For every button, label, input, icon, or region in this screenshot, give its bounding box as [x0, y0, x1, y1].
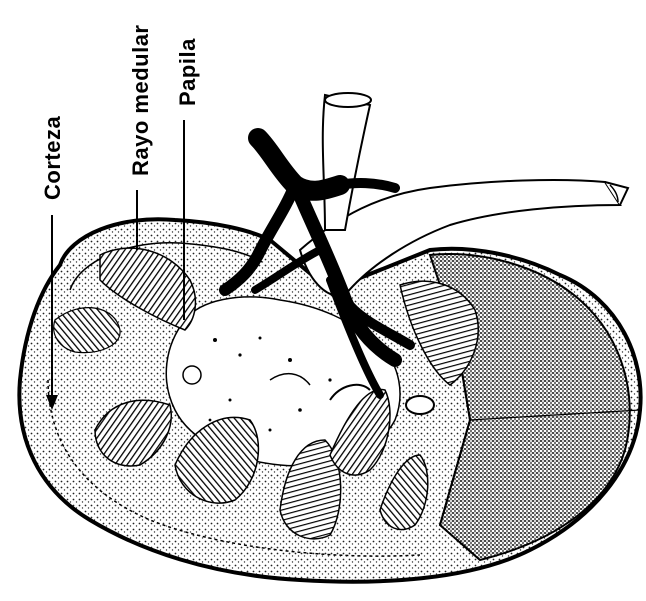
label-corteza: Corteza — [40, 116, 66, 200]
pyramid-2 — [54, 308, 120, 353]
label-rayo-medular: Rayo medular — [128, 25, 154, 177]
label-papila: Papila — [175, 38, 201, 106]
